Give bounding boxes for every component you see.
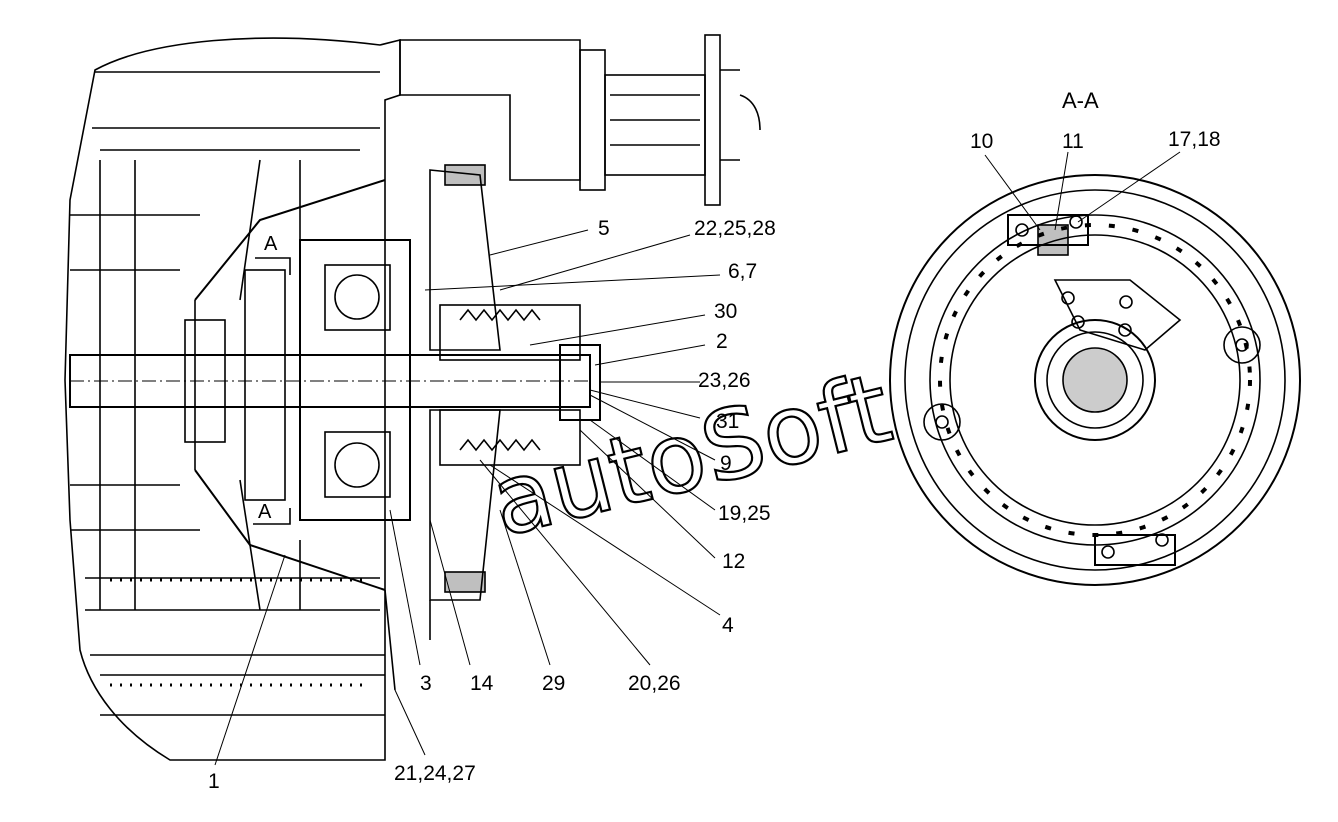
callout-1: 1 [208,770,220,793]
callout-4: 4 [722,614,734,637]
callout-21-24-27: 21,24,27 [394,762,476,785]
callout-14: 14 [470,672,494,695]
callout-17-18: 17,18 [1168,128,1221,151]
callout-9: 9 [720,452,732,475]
side-section-view [64,34,761,761]
callout-3: 3 [420,672,432,695]
callout-30: 30 [714,300,737,323]
section-mark-lower: A [258,501,272,523]
callout-10: 10 [970,130,993,153]
callout-11: 11 [1062,130,1084,153]
callout-6-7: 6,7 [728,260,757,283]
section-mark-upper: A [264,233,278,255]
section-aa-title: A-A [1062,88,1099,113]
watermark-text: autoSoft [481,352,902,559]
callout-22-25-28: 22,25,28 [694,217,776,240]
callout-20-26: 20,26 [628,672,681,695]
leader-lines [214,151,1181,766]
callout-2: 2 [716,330,728,353]
callout-labels: 5 22,25,28 6,7 30 2 23,26 31 9 19,25 12 … [208,128,1221,793]
callout-31: 31 [716,410,739,433]
section-aa-view [889,174,1301,586]
callout-19-25: 19,25 [718,502,771,525]
callout-12: 12 [722,550,745,573]
callout-23-26: 23,26 [698,369,751,392]
callout-29: 29 [542,672,565,695]
callout-5: 5 [598,217,610,240]
